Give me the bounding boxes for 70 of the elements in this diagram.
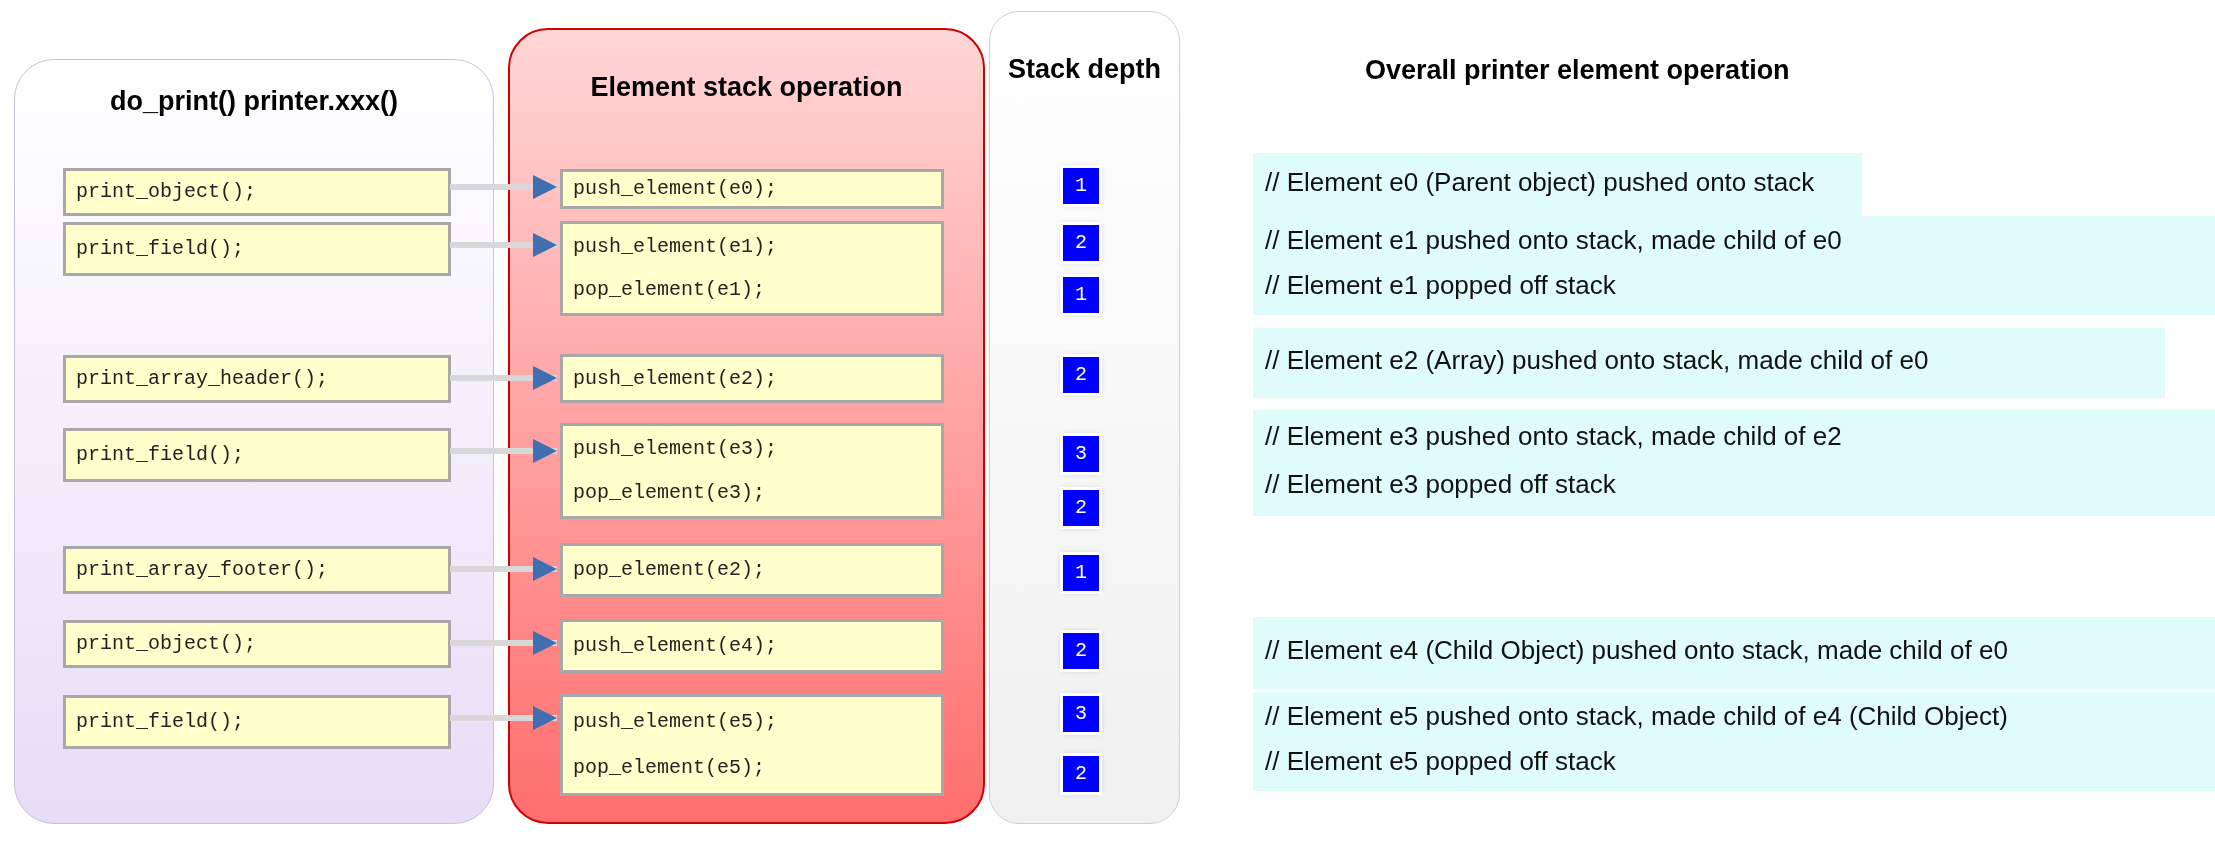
panel-heading: do_print() printer.xxx(): [109, 86, 399, 117]
depth-badge: 2: [1063, 633, 1099, 669]
comment-line: // Element e0 (Parent object) pushed onto stack: [1265, 166, 1815, 197]
arrow: [450, 557, 557, 581]
code-box: [560, 543, 944, 597]
depth-badge: 2: [1063, 357, 1099, 393]
code-box: [560, 169, 944, 209]
code-line: push_element(e4);: [573, 634, 778, 658]
code-line: push_element(e0);: [573, 177, 778, 201]
depth-badge: 2: [1063, 490, 1099, 526]
code-line: pop_element(e5);: [573, 756, 766, 781]
code-line: print_field();: [76, 710, 245, 734]
depth-badge: 1: [1063, 168, 1099, 204]
panel-heading: Stack depth: [1006, 54, 1162, 85]
code-line: pop_element(e2);: [573, 558, 766, 582]
arrow: [450, 439, 557, 463]
comment-line: // Element e4 (Child Object) pushed onto stack, made child of e0: [1265, 635, 2008, 665]
code-box: [560, 694, 944, 796]
code-line: print_field();: [76, 237, 245, 261]
code-line: print_array_footer();: [76, 558, 329, 582]
depth-badge: 1: [1063, 555, 1099, 591]
code-line: push_element(e5);: [573, 709, 778, 734]
panel-heading: Element stack operation: [589, 72, 904, 103]
comment-box: [1253, 328, 2165, 398]
comment-line: // Element e3 pushed onto stack, made child of e2: [1265, 420, 1842, 451]
comment-line: // Element e1 pushed onto stack, made child of e0: [1265, 224, 1842, 255]
code-box: [63, 428, 451, 482]
code-box: [63, 355, 451, 403]
code-line: push_element(e3);: [573, 436, 778, 461]
code-line: print_object();: [76, 180, 257, 204]
code-box: [560, 619, 944, 673]
depth-badge: 3: [1063, 696, 1099, 732]
code-line: pop_element(e1);: [573, 278, 766, 303]
code-box: [63, 695, 451, 749]
arrow: [450, 366, 557, 390]
comment-box: [1253, 617, 2215, 689]
stack-depth-panel: [989, 11, 1180, 824]
depth-badge: 3: [1063, 436, 1099, 472]
code-box: [560, 221, 944, 316]
comment-line: // Element e3 popped off stack: [1265, 469, 1616, 500]
comment-box: [1253, 153, 1862, 216]
code-box: [63, 620, 451, 668]
code-line: print_object();: [76, 632, 257, 656]
depth-badge: 1: [1063, 277, 1099, 313]
depth-badge: 2: [1063, 225, 1099, 261]
arrow: [450, 706, 557, 730]
code-box: [63, 546, 451, 594]
code-box: [560, 423, 944, 519]
code-box: [560, 354, 944, 403]
comment-box: [1253, 410, 2215, 516]
code-line: pop_element(e3);: [573, 481, 766, 506]
code-line: push_element(e2);: [573, 366, 778, 391]
comment-box: [1253, 692, 2215, 791]
code-line: push_element(e1);: [573, 234, 778, 259]
depth-badge: 2: [1063, 756, 1099, 792]
comment-line: // Element e1 popped off stack: [1265, 270, 1616, 301]
comment-box: [1253, 216, 2215, 315]
comment-line: // Element e5 popped off stack: [1265, 746, 1616, 777]
code-line: print_array_header();: [76, 367, 329, 391]
stack-operation-panel: [508, 28, 985, 824]
comment-line: // Element e5 pushed onto stack, made child of e4 (Child Object): [1265, 700, 2008, 731]
code-box: [63, 222, 451, 276]
comment-line: // Element e2 (Array) pushed onto stack, made child of e0: [1265, 345, 1929, 375]
code-line: print_field();: [76, 443, 245, 467]
code-box: [63, 168, 451, 216]
arrow: [450, 175, 557, 199]
function-panel: [14, 59, 494, 824]
column-heading: Overall printer element operation: [1365, 55, 1790, 86]
arrow: [450, 233, 557, 257]
arrow: [450, 631, 557, 655]
